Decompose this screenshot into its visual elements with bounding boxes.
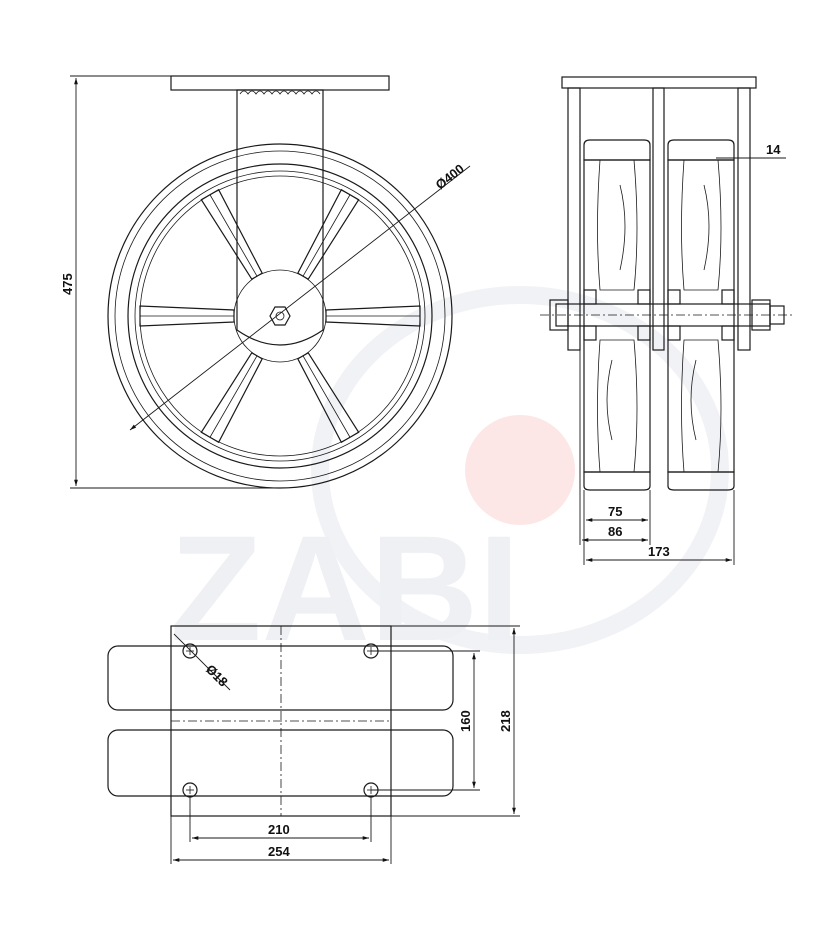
plate-view: Ø18 160 218 210 254	[107, 625, 520, 864]
side-fork-right	[737, 87, 751, 351]
hole-spacing-y-label: 160	[458, 710, 473, 732]
side-fork-left	[567, 87, 581, 351]
diameter-label: Ø400	[433, 161, 467, 192]
side-fork-middle	[652, 87, 665, 351]
weld-seam	[239, 90, 321, 95]
diameter-line	[129, 165, 471, 431]
bolt-hole-top-left	[182, 643, 198, 659]
top-plate	[170, 75, 390, 91]
side-top-plate	[561, 76, 757, 89]
hub-length-label: 86	[608, 524, 622, 539]
axle-head	[549, 299, 569, 331]
height-label: 475	[60, 273, 75, 295]
thickness-label: 14	[766, 142, 781, 157]
wheel-hub	[233, 269, 327, 363]
total-width-label: 173	[648, 544, 670, 559]
hole-spacing-x-label: 210	[268, 822, 290, 837]
wheel-spokes	[139, 188, 421, 444]
wheel-width-label: 75	[608, 504, 622, 519]
axle-nut	[269, 306, 291, 326]
watermark-text: ZABI	[170, 504, 520, 672]
plate-width-label: 254	[268, 844, 290, 859]
watermark: ZABI	[170, 286, 729, 672]
front-view: Ø400 475	[60, 75, 471, 489]
side-view: 14 75 86 173	[540, 76, 795, 565]
plate-depth-label: 218	[498, 710, 513, 732]
wheel-rim	[127, 163, 433, 469]
side-wheel-right	[667, 139, 735, 491]
fork-leg	[236, 89, 324, 346]
hole-leader	[173, 633, 231, 691]
